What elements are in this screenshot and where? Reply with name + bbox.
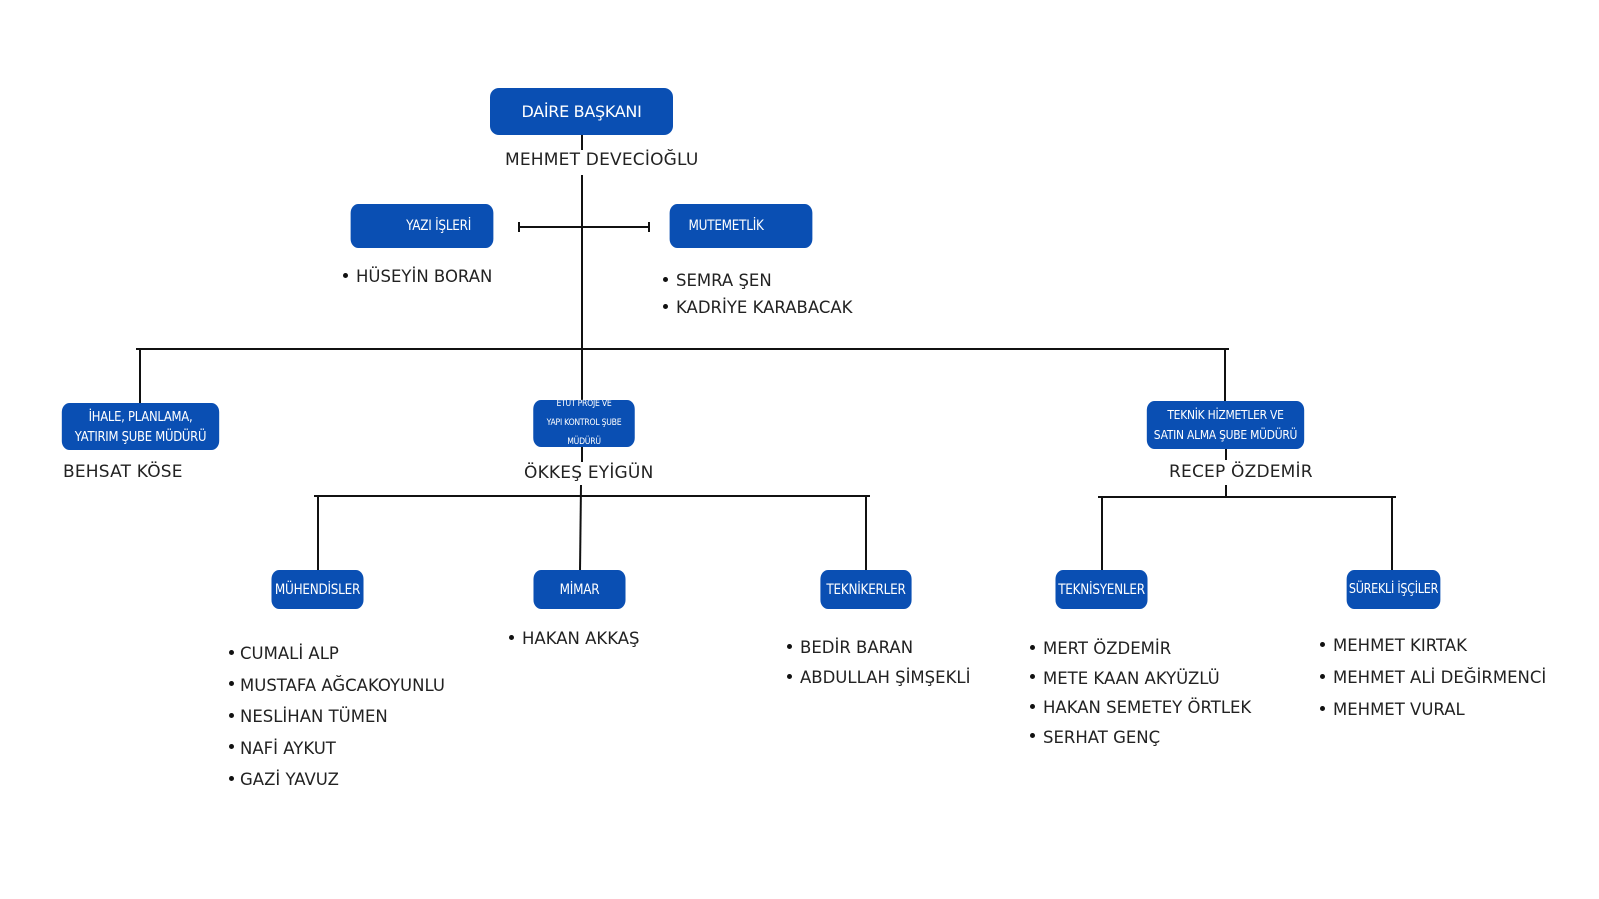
staff-list-mutemetlik: SEMRA ŞEN KADRİYE KARABACAK	[663, 267, 852, 321]
team-list-muhendisler: CUMALİ ALP MUSTAFA AĞCAKOYUNLU NESLİHAN …	[229, 638, 445, 796]
list-item: NAFİ AYKUT	[229, 733, 445, 765]
list-item: METE KAAN AKYÜZLÜ	[1030, 664, 1251, 694]
list-item: MEHMET VURAL	[1320, 694, 1546, 726]
list-item: CUMALİ ALP	[229, 638, 445, 670]
list-item: MERT ÖZDEMİR	[1030, 634, 1251, 664]
staff-list-yazi-isleri: HÜSEYİN BORAN	[343, 267, 492, 286]
team-title-mimar: MİMAR	[559, 581, 600, 598]
team-box-surekli-isciler: SÜREKLİ İŞÇİLER	[1346, 570, 1441, 609]
branch-title-etut: ETÜT PROJE VE YAPI KONTROL ŞUBE MÜDÜRÜ	[546, 399, 622, 447]
head-name: MEHMET DEVECİOĞLU	[505, 150, 699, 170]
list-item: HAKAN SEMETEY ÖRTLEK	[1030, 693, 1251, 723]
team-list-teknikerler: BEDİR BARAN ABDULLAH ŞİMŞEKLİ	[787, 633, 970, 693]
list-item: SERHAT GENÇ	[1030, 723, 1251, 753]
branch-name-etut: ÖKKEŞ EYİGÜN	[524, 463, 654, 483]
staff-box-mutemetlik: MUTEMETLİK	[669, 204, 813, 248]
team-title-teknikerler: TEKNİKERLER	[826, 581, 906, 598]
list-item: MEHMET KIRTAK	[1320, 630, 1546, 662]
list-item: HÜSEYİN BORAN	[343, 267, 492, 286]
list-item: SEMRA ŞEN	[663, 267, 852, 294]
branch-name-ihale: BEHSAT KÖSE	[63, 462, 183, 482]
team-box-teknikerler: TEKNİKERLER	[820, 570, 912, 609]
team-title-teknisyenler: TEKNİSYENLER	[1058, 581, 1145, 598]
list-item: ABDULLAH ŞİMŞEKLİ	[787, 663, 970, 693]
list-item: BEDİR BARAN	[787, 633, 970, 663]
branch-box-teknik: TEKNİK HİZMETLER VE SATIN ALMA ŞUBE MÜDÜ…	[1146, 401, 1305, 449]
head-title: DAİRE BAŞKANI	[521, 102, 642, 121]
branch-title-ihale: İHALE, PLANLAMA, YATIRIM ŞUBE MÜDÜRÜ	[74, 408, 207, 445]
branch-box-ihale: İHALE, PLANLAMA, YATIRIM ŞUBE MÜDÜRÜ	[61, 403, 220, 450]
list-item: MUSTAFA AĞCAKOYUNLU	[229, 670, 445, 702]
branch-name-teknik: RECEP ÖZDEMİR	[1169, 462, 1313, 482]
list-item: MEHMET ALİ DEĞİRMENCİ	[1320, 662, 1546, 694]
team-title-muhendisler: MÜHENDİSLER	[274, 581, 361, 598]
staff-title-yazi-isleri: YAZI İŞLERİ	[406, 218, 472, 234]
team-box-teknisyenler: TEKNİSYENLER	[1055, 570, 1148, 609]
staff-box-yazi-isleri: YAZI İŞLERİ	[350, 204, 494, 248]
team-list-teknisyenler: MERT ÖZDEMİR METE KAAN AKYÜZLÜ HAKAN SEM…	[1030, 634, 1251, 752]
list-item: NESLİHAN TÜMEN	[229, 701, 445, 733]
head-box: DAİRE BAŞKANI	[490, 88, 673, 135]
list-item: HAKAN AKKAŞ	[509, 629, 640, 648]
team-box-mimar: MİMAR	[533, 570, 626, 609]
branch-box-etut: ETÜT PROJE VE YAPI KONTROL ŞUBE MÜDÜRÜ	[533, 399, 635, 447]
team-list-surekli-isciler: MEHMET KIRTAK MEHMET ALİ DEĞİRMENCİ MEHM…	[1320, 630, 1546, 726]
list-item: GAZİ YAVUZ	[229, 764, 445, 796]
staff-title-mutemetlik: MUTEMETLİK	[688, 218, 764, 234]
team-title-surekli-isciler: SÜREKLİ İŞÇİLER	[1348, 582, 1439, 597]
team-box-muhendisler: MÜHENDİSLER	[271, 570, 364, 609]
team-list-mimar: HAKAN AKKAŞ	[509, 629, 640, 648]
list-item: KADRİYE KARABACAK	[663, 294, 852, 321]
branch-title-teknik: TEKNİK HİZMETLER VE SATIN ALMA ŞUBE MÜDÜ…	[1153, 407, 1298, 442]
